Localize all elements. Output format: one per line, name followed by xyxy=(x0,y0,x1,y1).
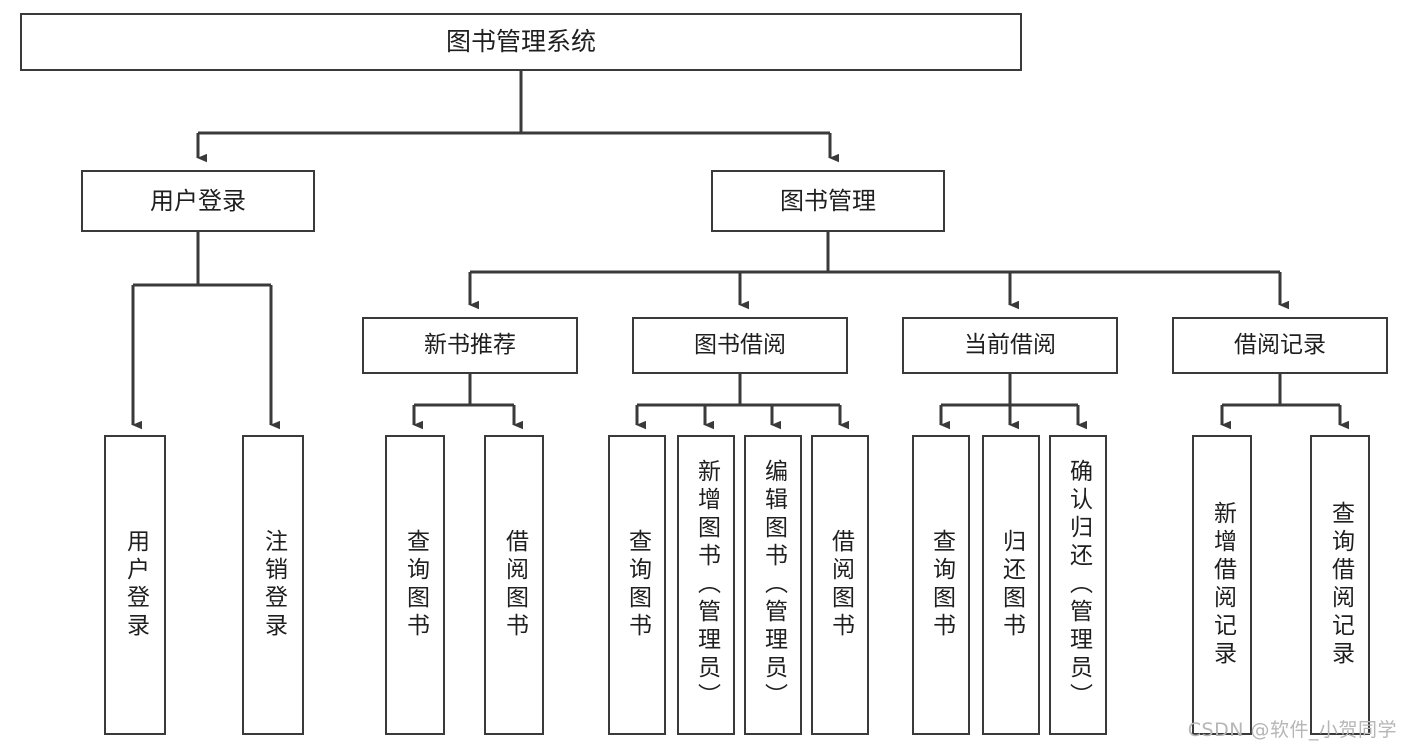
node-label: 确认归还（管理员） xyxy=(1065,459,1092,711)
node-label: 查询图书 xyxy=(402,529,429,641)
node-label: 编辑图书（管理员） xyxy=(760,459,787,711)
node-label: 查询图书 xyxy=(624,529,651,641)
leaf-query-book-2[interactable]: 查询图书 xyxy=(608,435,666,735)
node-label: 新书推荐 xyxy=(424,331,516,358)
node-label: 查询借阅记录 xyxy=(1327,501,1354,669)
node-label: 借阅图书 xyxy=(501,529,528,641)
leaf-user-logout[interactable]: 注销登录 xyxy=(242,435,304,735)
node-borrow-record[interactable]: 借阅记录 xyxy=(1172,317,1388,374)
node-label: 当前借阅 xyxy=(964,331,1056,358)
node-root-book-management-system[interactable]: 图书管理系统 xyxy=(20,13,1022,71)
leaf-edit-book[interactable]: 编辑图书（管理员） xyxy=(744,435,802,735)
leaf-add-book[interactable]: 新增图书（管理员） xyxy=(677,435,735,735)
node-new-book-recommend[interactable]: 新书推荐 xyxy=(362,317,578,374)
leaf-add-record[interactable]: 新增借阅记录 xyxy=(1192,435,1252,735)
node-label: 查询图书 xyxy=(928,529,955,641)
node-current-borrow[interactable]: 当前借阅 xyxy=(902,317,1118,374)
leaf-query-book-3[interactable]: 查询图书 xyxy=(912,435,970,735)
node-label: 借阅图书 xyxy=(827,529,854,641)
leaf-borrow-book-1[interactable]: 借阅图书 xyxy=(484,435,544,735)
node-label: 图书管理系统 xyxy=(445,27,596,57)
node-label: 新增借阅记录 xyxy=(1209,501,1236,669)
leaf-borrow-book-2[interactable]: 借阅图书 xyxy=(811,435,869,735)
node-book-management[interactable]: 图书管理 xyxy=(711,170,945,232)
node-label: 注销登录 xyxy=(260,529,287,641)
node-label: 新增图书（管理员） xyxy=(693,459,720,711)
leaf-confirm-return[interactable]: 确认归还（管理员） xyxy=(1049,435,1107,735)
node-label: 归还图书 xyxy=(998,529,1025,641)
node-book-borrow[interactable]: 图书借阅 xyxy=(632,317,848,374)
node-label: 图书借阅 xyxy=(694,331,786,358)
node-label: 借阅记录 xyxy=(1234,331,1326,358)
node-user-login[interactable]: 用户登录 xyxy=(81,170,315,232)
leaf-return-book[interactable]: 归还图书 xyxy=(982,435,1040,735)
leaf-query-book-1[interactable]: 查询图书 xyxy=(385,435,445,735)
node-label: 用户登录 xyxy=(150,186,246,215)
leaf-user-login[interactable]: 用户登录 xyxy=(104,435,166,735)
leaf-query-record[interactable]: 查询借阅记录 xyxy=(1310,435,1370,735)
node-label: 用户登录 xyxy=(122,529,149,641)
node-label: 图书管理 xyxy=(780,186,876,215)
